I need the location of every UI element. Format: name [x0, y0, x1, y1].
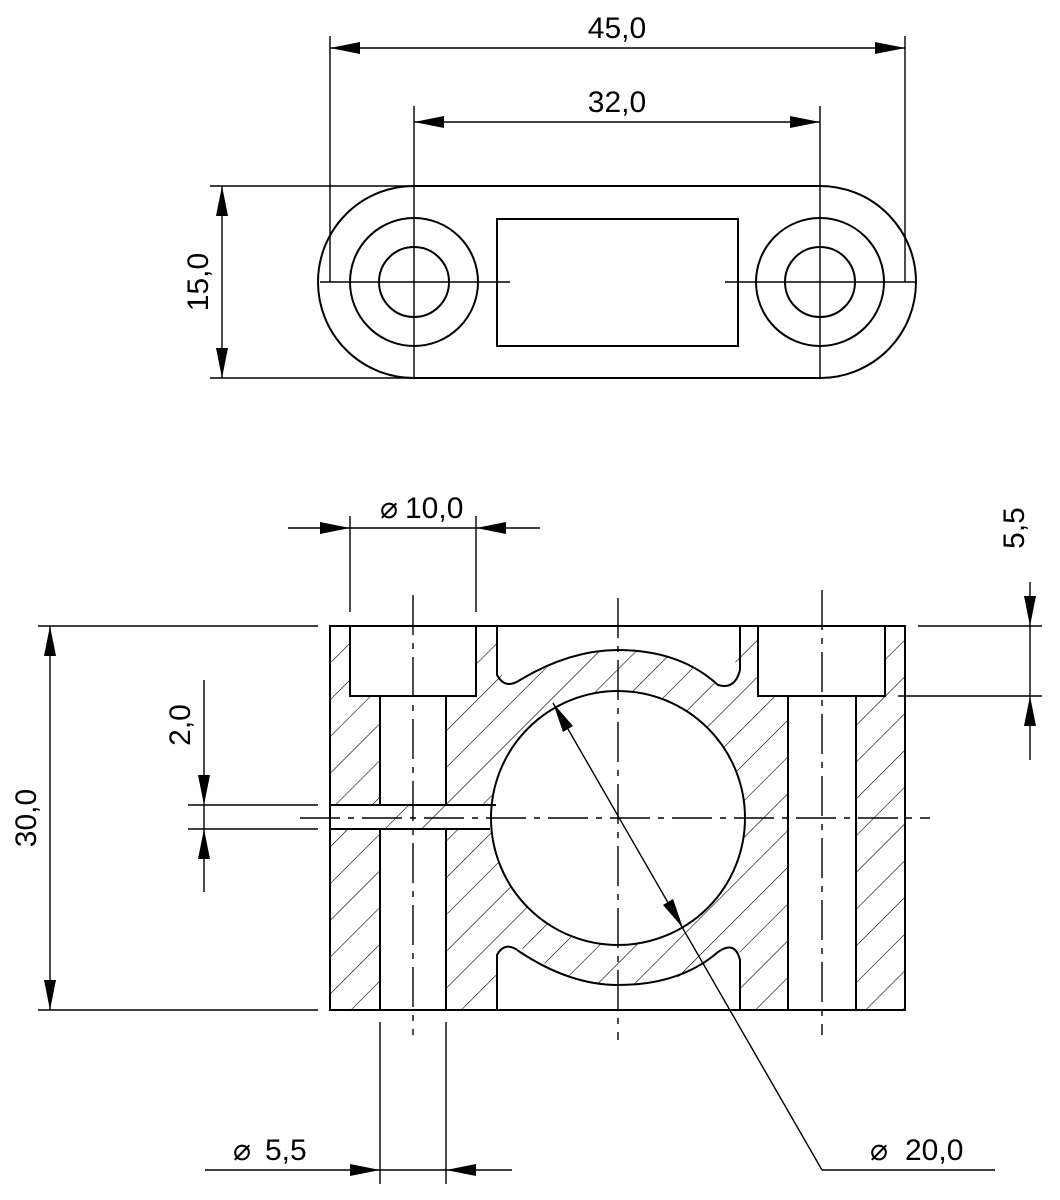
- dim-slot-gap: 2,0: [164, 680, 210, 892]
- dim-counterbore-diameter-symbol: ⌀: [380, 492, 398, 525]
- dim-bolt-hole-diameter-symbol: ⌀: [233, 1134, 251, 1167]
- dim-hole-spacing: 32,0: [414, 86, 820, 128]
- dim-counterbore-depth-text: 5,5: [998, 507, 1031, 549]
- left-bolt-hole: [379, 696, 447, 1010]
- top-view: 45,0 32,0 15,0: [182, 12, 917, 379]
- dim-width: 15,0: [182, 186, 228, 378]
- dim-bore-diameter-text: 20,0: [905, 1134, 963, 1167]
- section-hatch: [330, 626, 905, 1010]
- dim-height-text: 30,0: [10, 789, 43, 847]
- dim-bore-diameter-symbol: ⌀: [870, 1134, 888, 1167]
- dim-bolt-hole-diameter-text: 5,5: [265, 1134, 307, 1167]
- dim-counterbore-diameter-text: 10,0: [405, 492, 463, 525]
- dim-bore-diameter: ⌀ 20,0: [552, 702, 995, 1171]
- dim-bolt-hole-diameter: ⌀ 5,5: [205, 1134, 512, 1176]
- dim-overall-length-text: 45,0: [588, 12, 646, 45]
- top-view-extension-lines: [210, 36, 906, 379]
- section-view: ⌀ 10,0 5,5 30,0 2,0 ⌀: [10, 492, 1042, 1184]
- top-view-centerlines: [320, 186, 915, 378]
- right-bolt-hole: [787, 696, 857, 1010]
- dim-counterbore-depth: 5,5: [998, 507, 1036, 760]
- dim-width-text: 15,0: [182, 253, 215, 311]
- dim-slot-gap-text: 2,0: [164, 704, 197, 746]
- center-window: [496, 218, 739, 347]
- dim-hole-spacing-text: 32,0: [588, 86, 646, 119]
- dim-height: 30,0: [10, 626, 56, 1010]
- section-extension-lines: [38, 516, 1042, 1184]
- dim-overall-length: 45,0: [330, 12, 905, 54]
- dim-counterbore-diameter: ⌀ 10,0: [288, 492, 540, 534]
- section-centerlines: [300, 590, 930, 1040]
